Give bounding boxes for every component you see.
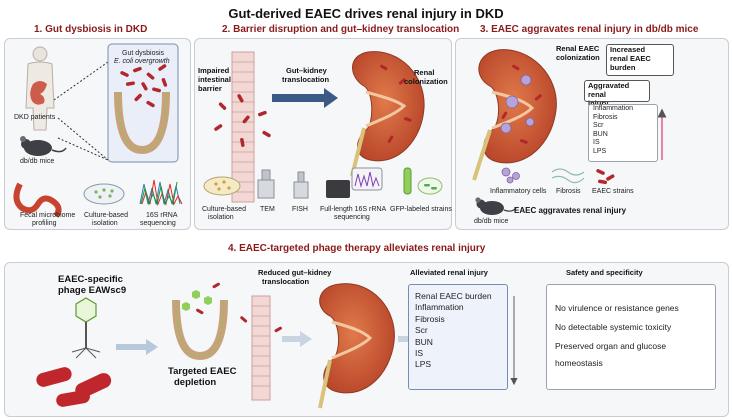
sequencing-chromatogram-icon (139, 179, 183, 206)
safety-3: Preserved organ and glucose (555, 341, 667, 351)
s2-method-3: FISH (292, 206, 308, 213)
section1-title: 1. Gut dysbiosis in DKD (34, 24, 148, 35)
legend-eaec: EAEC strains (592, 188, 634, 195)
fish-microscope-icon (293, 171, 309, 199)
section4-title: 4. EAEC-targeted phage therapy alleviate… (228, 243, 486, 254)
marker-5: IS (593, 139, 600, 147)
main-title: Gut-derived EAEC drives renal injury in … (228, 6, 504, 21)
method-3-label-2: sequencing (140, 220, 176, 227)
s3-caption: EAEC aggravates renal injury (514, 206, 627, 215)
bacteria-icon (36, 367, 112, 407)
method-1-label-2: profiling (32, 220, 57, 227)
human-figure-icon (25, 46, 55, 131)
kidney-icon (350, 51, 425, 177)
inset-label-2: E. coli overgrowth (114, 58, 170, 65)
safety-2: No detectable systemic toxicity (555, 322, 672, 332)
alleviated-1: Renal EAEC burden (415, 291, 492, 301)
db-db-mice-label: db/db mice (20, 158, 55, 165)
sequencer-icon (326, 167, 383, 198)
alleviated-title: Alleviated renal injury (410, 268, 488, 277)
s2-method-2: TEM (260, 206, 275, 213)
marker-2: Fibrosis (593, 113, 618, 121)
marker-4: BUN (593, 130, 608, 138)
safety-box: No virulence or resistance genes No dete… (546, 284, 716, 390)
aggravated-line-1: Aggravated renal (588, 81, 630, 99)
burden-line-1: Increased (610, 45, 646, 54)
s2-method-4-2: sequencing (334, 214, 370, 221)
renal-eaec-colonization-1: Renal EAEC (556, 44, 600, 53)
microscope-icon (257, 169, 275, 199)
s2-method-1-1: Culture-based (202, 206, 246, 213)
mouse-icon-3 (475, 197, 517, 215)
inflammatory-cells-icon (501, 167, 520, 184)
safety-title: Safety and specificity (566, 268, 643, 277)
petri-dish-icon (83, 183, 125, 205)
dkd-patients-label: DKD patients (14, 114, 56, 121)
legend-inflammatory: Inflammatory cells (490, 188, 547, 195)
colonization-label-1: Renal (414, 68, 435, 77)
alleviated-6: IS (415, 348, 424, 359)
method-1-label-1: Fecal microbiome (20, 212, 76, 219)
translocation-label-2: translocation (282, 75, 330, 84)
markers-box: Inflammation Fibrosis Scr BUN IS LPS (588, 104, 658, 162)
kidney-icon-3 (472, 49, 557, 181)
petri-dish-icon-2 (203, 176, 241, 196)
safety-1: No virulence or resistance genes (555, 303, 679, 313)
depletion-label-2: depletion (174, 377, 217, 388)
alleviated-4: Scr (415, 325, 428, 336)
alleviated-3: Fibrosis (415, 313, 445, 324)
safety-4: homeostasis (555, 358, 603, 368)
s3-mouse-label: db/db mice (474, 218, 509, 225)
burden-line-3: burden (610, 63, 636, 72)
intestine-icon (13, 182, 62, 218)
alleviated-5: BUN (415, 336, 433, 347)
aggravated-injury-box: Aggravated renal injury (584, 80, 650, 108)
eaec-strains-icon (596, 169, 615, 185)
depletion-label-1: Targeted EAEC (168, 366, 237, 377)
alleviated-7: LPS (415, 359, 432, 370)
inset-label-1: Gut dysbiosis (122, 50, 165, 57)
renal-eaec-colonization-2: colonization (556, 53, 600, 62)
phage-label-2: phage EAWsc9 (58, 285, 127, 296)
barrier-label-1: Impaired (198, 66, 230, 75)
kidney-icon-4 (318, 283, 395, 409)
method-2-label-1: Culture-based (84, 212, 128, 219)
legend-fibrosis: Fibrosis (556, 188, 581, 195)
method-2-label-2: isolation (92, 220, 118, 227)
gfp-tube-icon (403, 167, 443, 195)
barrier-label-3: barrier (198, 84, 222, 93)
s2-method-5: GFP-labeled strains (390, 206, 452, 213)
reduced-label-1: Reduced gut–kidney (258, 268, 332, 277)
reduced-label-2: translocation (262, 277, 310, 286)
fibrosis-icon (551, 168, 585, 184)
increased-burden-box: Increased renal EAEC burden (606, 44, 674, 76)
alleviated-box: Renal EAEC burden Inflammation Fibrosis … (408, 284, 508, 390)
colonization-label-2: colonization (404, 77, 448, 86)
barrier-label-2: intestinal (198, 75, 231, 84)
alleviated-2: Inflammation (415, 302, 464, 313)
s2-method-1-2: isolation (208, 214, 234, 221)
mouse-icon (20, 136, 67, 156)
marker-3: Scr (593, 122, 604, 130)
section2-title: 2. Barrier disruption and gut–kidney tra… (222, 24, 460, 35)
aggravated-line-2: injury (585, 99, 649, 108)
burden-line-2: renal EAEC (610, 54, 651, 63)
method-3-label-1: 16S rRNA (146, 212, 178, 219)
s2-method-4-1: Full-length 16S rRNA (320, 206, 387, 213)
marker-1: Inflammation (593, 105, 634, 112)
translocation-label-1: Gut–kidney (286, 66, 327, 75)
marker-6: LPS (593, 147, 607, 155)
phage-label-1: EAEC-specific (58, 274, 123, 285)
section3-title: 3. EAEC aggravates renal injury in db/db… (480, 24, 699, 35)
phage-icon (71, 297, 101, 359)
